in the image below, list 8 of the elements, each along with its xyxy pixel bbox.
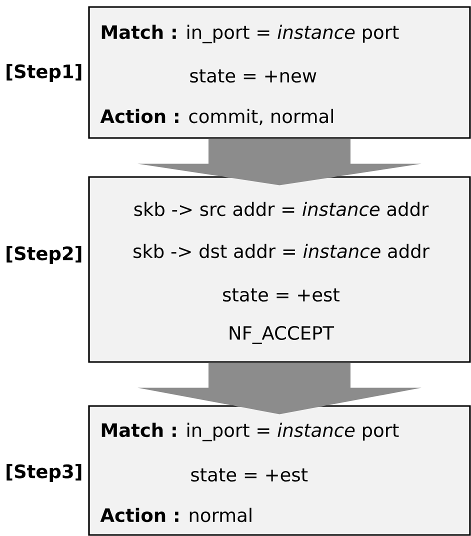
step-label: [Step2] (6, 246, 82, 264)
step-label: [Step3] (6, 464, 82, 482)
rule-box: Match : in_port = instance port state = +est Action : normal (88, 405, 471, 536)
block-arrow (138, 138, 422, 186)
rule-box: skb -> src addr = instance addr skb -> dst addr = instance addr state = +est NF_ACCEPT (88, 176, 471, 363)
rule-box: Match : in_port = instance port state = +new Action : commit, normal (88, 6, 471, 139)
step-label: [Step1] (6, 64, 82, 82)
block-arrow (138, 362, 422, 414)
